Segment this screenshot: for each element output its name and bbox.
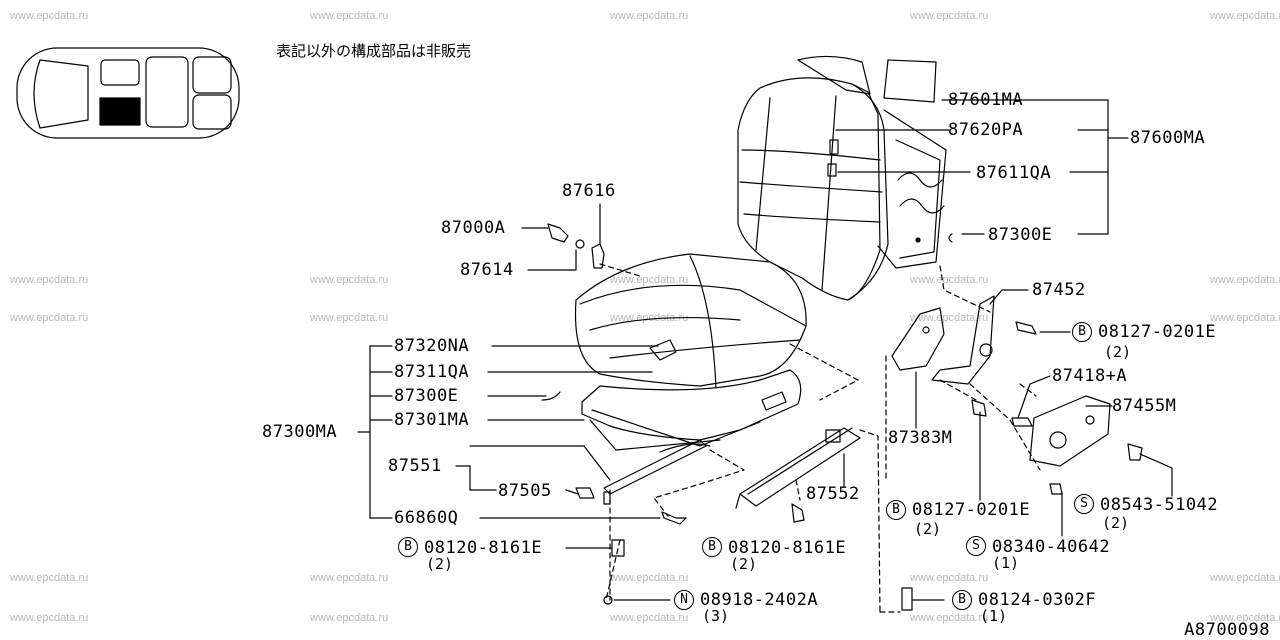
vehicle-locator-pictogram [16,47,240,139]
note-non-sale-parts: 表記以外の構成部品は非販売 [276,42,472,60]
part-08340-40642[interactable]: 08340-40642 [992,537,1111,557]
part-87551[interactable]: 87551 [388,456,442,476]
part-87300MA[interactable]: 87300MA [262,422,338,442]
watermark: www.epcdata.ru [1210,274,1280,286]
watermark: www.epcdata.ru [610,274,689,286]
watermark: www.epcdata.ru [1210,10,1280,22]
watermark: www.epcdata.ru [310,274,389,286]
watermark: www.epcdata.ru [310,572,389,584]
part-87601MA[interactable]: 87601MA [948,90,1024,110]
part-87616[interactable]: 87616 [562,181,616,201]
screw-symbol-icon: S [966,536,986,556]
bolt-symbol-icon: B [702,537,722,557]
nut-symbol-icon: N [674,590,694,610]
watermark: www.epcdata.ru [910,572,989,584]
qty-08340: (1) [992,554,1020,572]
qty-08120-left: (2) [426,555,454,573]
watermark: www.epcdata.ru [10,10,89,22]
qty-08120-mid: (2) [730,555,758,573]
leader-lines [357,99,1173,601]
watermark: www.epcdata.ru [1210,312,1280,324]
seatback-drawing [737,55,947,301]
watermark: www.epcdata.ru [910,274,989,286]
part-08127-0201E-mid[interactable]: 08127-0201E [912,500,1031,520]
part-08120-8161E-mid[interactable]: 08120-8161E [728,538,847,558]
watermark: www.epcdata.ru [610,10,689,22]
bolt-symbol-icon: B [952,590,972,610]
part-87600MA[interactable]: 87600MA [1130,128,1206,148]
part-87320NA[interactable]: 87320NA [394,336,470,356]
qty-08918: (3) [702,607,730,625]
recliner-drawing [891,295,1111,467]
part-08124-0302F[interactable]: 08124-0302F [978,590,1097,610]
part-87418A[interactable]: 87418+A [1052,366,1128,386]
watermark: www.epcdata.ru [10,612,89,624]
part-87505[interactable]: 87505 [498,481,552,501]
watermark: www.epcdata.ru [310,10,389,22]
part-87000A[interactable]: 87000A [441,218,506,238]
screw-symbol-icon: S [1074,494,1094,514]
watermark: www.epcdata.ru [310,612,389,624]
part-87552[interactable]: 87552 [806,484,860,504]
part-87300E-cushion[interactable]: 87300E [394,386,459,406]
watermark: www.epcdata.ru [910,312,989,324]
watermark: www.epcdata.ru [610,612,689,624]
seat-rail-drawing [735,427,861,509]
qty-08127-mid: (2) [914,520,942,538]
highlighted-seat-position [99,97,141,126]
watermark: www.epcdata.ru [10,572,89,584]
watermark: www.epcdata.ru [610,572,689,584]
part-87311QA[interactable]: 87311QA [394,362,470,382]
watermark: www.epcdata.ru [310,312,389,324]
part-87301MA[interactable]: 87301MA [394,410,470,430]
qty-08543: (2) [1102,514,1130,532]
diagram-code: A8700098 [1184,620,1270,640]
watermark: www.epcdata.ru [10,312,89,324]
bolt-symbol-icon: B [398,537,418,557]
watermark: www.epcdata.ru [1210,572,1280,584]
qty-08127-top: (2) [1104,343,1132,361]
part-87383M[interactable]: 87383M [888,428,953,448]
watermark: www.epcdata.ru [910,10,989,22]
part-87300E-back[interactable]: 87300E [988,225,1053,245]
assembly-guide-lines [599,263,1041,613]
qty-08124: (1) [980,607,1008,625]
part-87620PA[interactable]: 87620PA [948,120,1024,140]
part-87452[interactable]: 87452 [1032,280,1086,300]
part-08918-2402A[interactable]: 08918-2402A [700,590,819,610]
part-08543-51042[interactable]: 08543-51042 [1100,495,1219,515]
watermark: www.epcdata.ru [910,612,989,624]
part-08120-8161E-left[interactable]: 08120-8161E [424,538,543,558]
watermark: www.epcdata.ru [10,274,89,286]
bolt-symbol-icon: B [1072,322,1092,342]
part-87455M[interactable]: 87455M [1112,396,1177,416]
bolt-symbol-icon: B [886,500,906,520]
part-87611QA[interactable]: 87611QA [976,163,1052,183]
part-66860Q[interactable]: 66860Q [394,508,459,528]
cushion-drawing [574,253,807,495]
part-08127-0201E-top[interactable]: 08127-0201E [1098,322,1217,342]
watermark: www.epcdata.ru [1210,612,1280,624]
part-87614[interactable]: 87614 [460,260,514,280]
